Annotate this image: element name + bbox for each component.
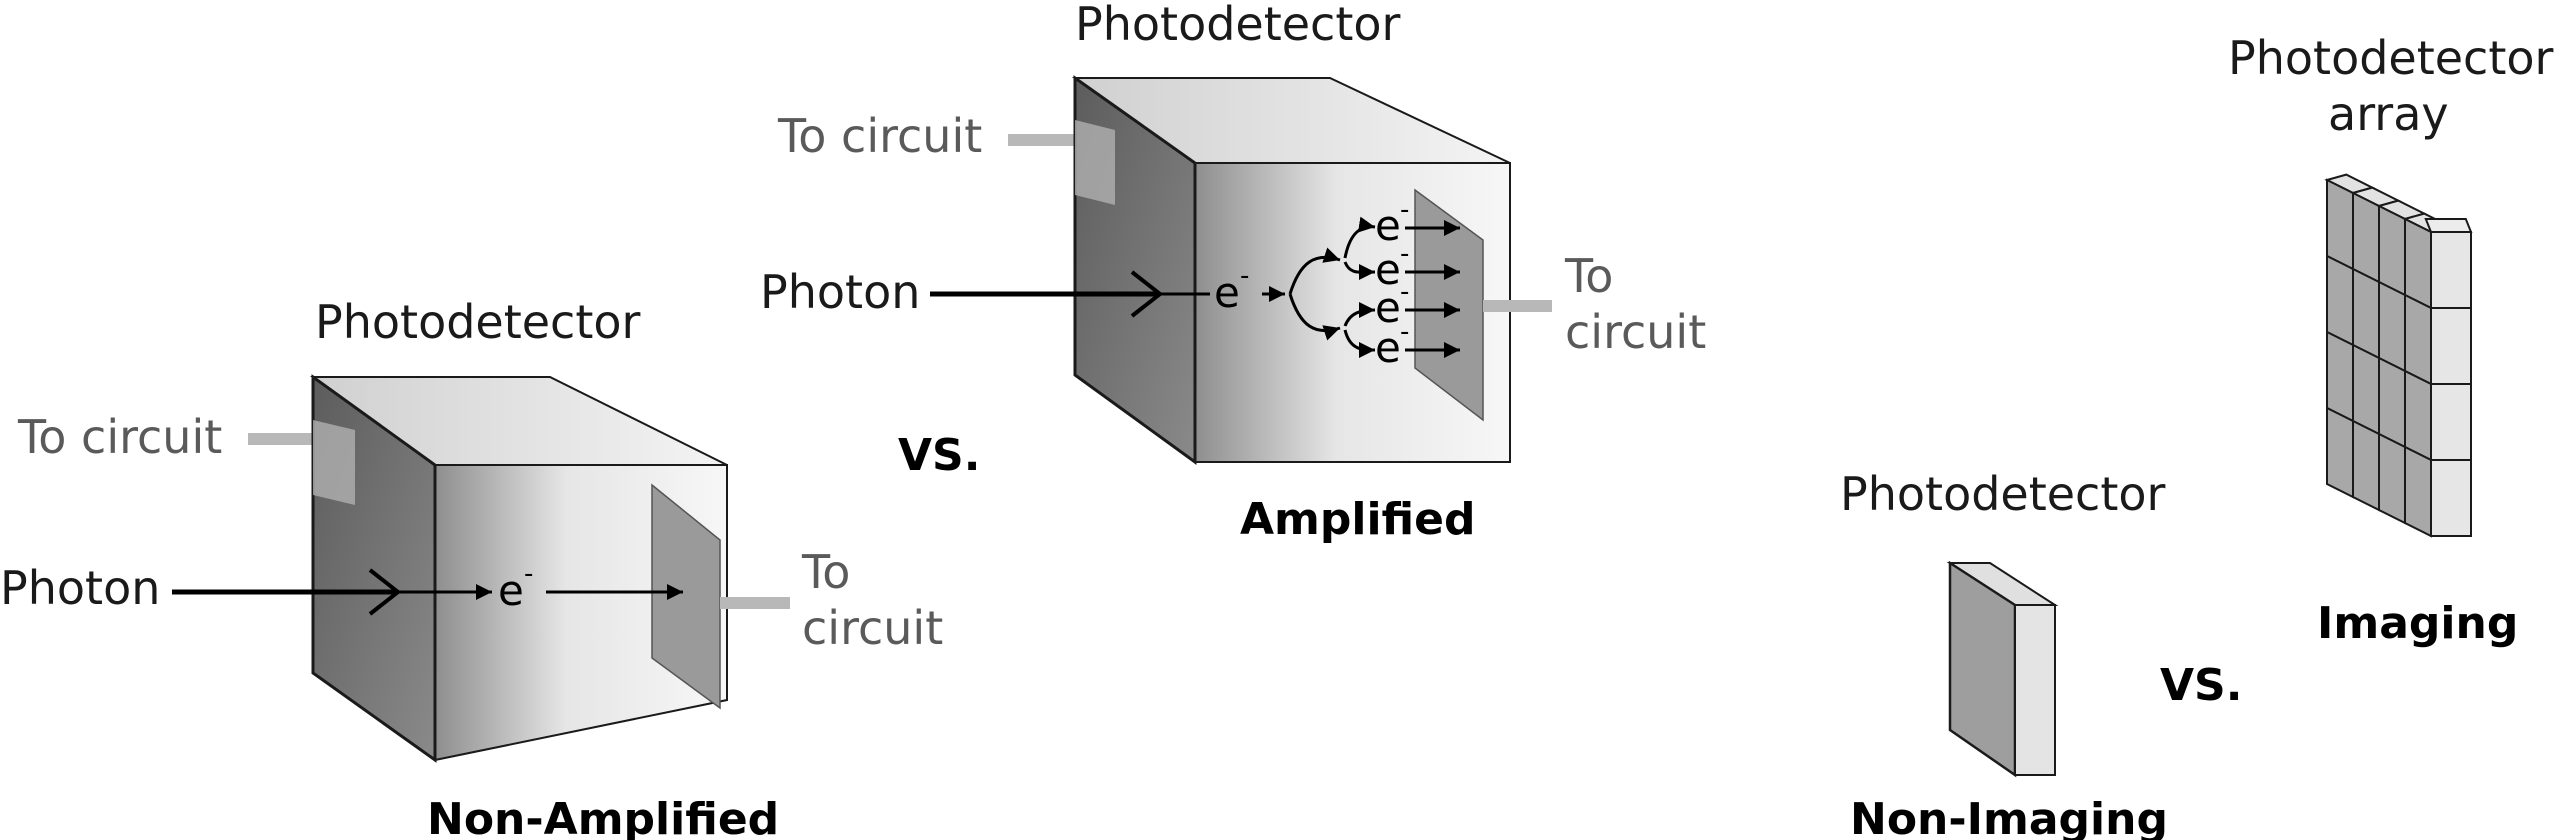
cascade-curve-3: [1343, 302, 1376, 327]
array-cell: [2378, 280, 2406, 373]
array-cell: [2352, 343, 2380, 436]
cascade-electron-3: e: [1375, 283, 1401, 332]
array-cell: [2404, 445, 2432, 538]
non-amplified-panel: Photodetector To circuit Photon e - To c…: [0, 295, 943, 840]
front-contact-pad: [1075, 120, 1115, 205]
cascade-electrons: e - e - e - e -: [1375, 195, 1460, 372]
amplified-to-circuit-top: To circuit: [777, 109, 982, 163]
array-cell: [2352, 191, 2380, 284]
cascade-curve-1: [1343, 216, 1376, 259]
amplified-panel: Photodetector To circuit Photon e - e - …: [760, 0, 1706, 545]
collector-plate: [651, 483, 721, 710]
array-side-cell: [2430, 383, 2472, 461]
cascade-curve-4: [1343, 329, 1376, 358]
non-imaging-panel: Photodetector Non-Imaging: [1840, 467, 2168, 840]
cascade-electron-4: e: [1375, 323, 1401, 372]
vs-right-label: VS.: [2160, 660, 2242, 711]
cascade-electron-2: e: [1375, 245, 1401, 294]
amplified-photon-label: Photon: [760, 265, 920, 319]
array-cell: [2326, 406, 2354, 499]
cascade-curve-down: [1288, 293, 1341, 341]
single-detector-side: [2014, 604, 2056, 776]
cascade-curve-up: [1288, 247, 1341, 295]
amplified-to-circuit-right-1: To: [1564, 249, 1613, 303]
cascade-electron-sup-4: -: [1400, 317, 1409, 347]
array-cell: [2352, 419, 2380, 512]
cascade-electron-sup-3: -: [1400, 277, 1409, 307]
imaging-panel: Photodetector array Imaging: [2228, 31, 2554, 649]
cascade-electron-1: e: [1375, 201, 1401, 250]
non-amplified-title: Photodetector: [315, 295, 641, 349]
array-cell: [2378, 356, 2406, 449]
imaging-caption: Imaging: [2317, 598, 2518, 649]
non-imaging-title: Photodetector: [1840, 467, 2166, 521]
non-amplified-electron: e: [498, 566, 524, 615]
amplified-to-circuit-right-2: circuit: [1565, 305, 1706, 359]
amplified-electron: e: [1214, 268, 1240, 317]
array-cell: [2378, 432, 2406, 525]
amplified-electron-sup: -: [1240, 261, 1249, 291]
cascade-electron-sup-2: -: [1400, 239, 1409, 269]
array-cell: [2352, 267, 2380, 360]
array-cell: [2378, 204, 2406, 297]
non-imaging-caption: Non-Imaging: [1850, 794, 2168, 840]
array-cell: [2326, 254, 2354, 347]
array-side-cell: [2430, 459, 2472, 537]
non-amplified-to-circuit-right-1: To: [801, 545, 850, 599]
non-amplified-photon-label: Photon: [0, 561, 160, 615]
amplified-title: Photodetector: [1075, 0, 1401, 51]
array-cell: [2404, 293, 2432, 386]
cascade-curve-2: [1343, 261, 1376, 281]
detector-array: [2324, 173, 2473, 538]
non-amplified-electron-sup: -: [524, 559, 533, 589]
cascade-electron-sup-1: -: [1400, 195, 1409, 225]
imaging-title-line-2: array: [2328, 87, 2449, 141]
array-side-top: [2424, 218, 2473, 233]
array-cell: [2404, 217, 2432, 310]
array-cell: [2326, 178, 2354, 271]
vs-left-label: VS.: [898, 430, 980, 481]
non-amplified-to-circuit-top: To circuit: [17, 410, 222, 464]
array-side-cell: [2430, 231, 2472, 309]
front-contact-pad: [313, 420, 355, 505]
imaging-title-line-1: Photodetector: [2228, 31, 2554, 85]
amplified-caption: Amplified: [1240, 494, 1476, 545]
array-cell: [2326, 330, 2354, 423]
array-side-cell: [2430, 307, 2472, 385]
non-amplified-caption: Non-Amplified: [427, 794, 779, 840]
non-amplified-to-circuit-right-2: circuit: [802, 601, 943, 655]
array-cell: [2404, 369, 2432, 462]
